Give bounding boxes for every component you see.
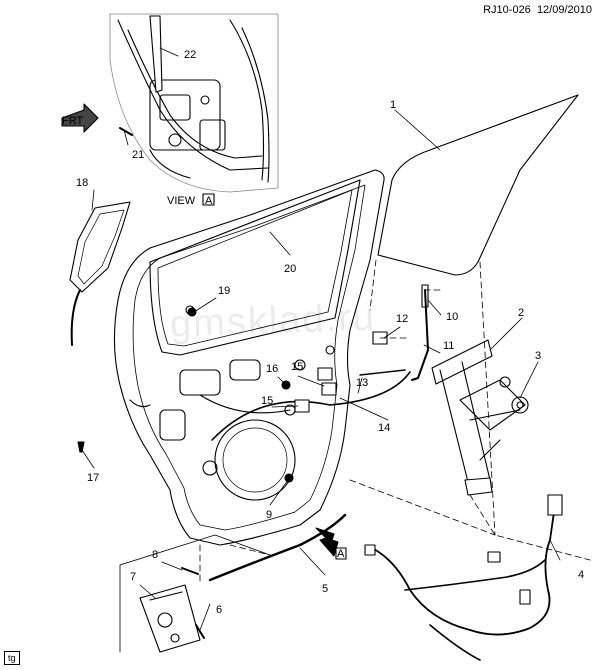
callout-9: 9 (266, 509, 272, 521)
part-18-trim (69, 201, 131, 346)
part-11-channel (411, 289, 429, 381)
callout-17: 17 (87, 472, 99, 484)
callout-2: 2 (518, 307, 524, 319)
part-1-window-glass (377, 94, 579, 276)
part-14-rod (211, 371, 411, 441)
view-a-inset (109, 13, 279, 193)
latch-group-bracket (119, 534, 271, 653)
door-inner-panel (113, 169, 385, 546)
callout-1: 1 (390, 99, 396, 111)
callout-12: 12 (396, 313, 408, 325)
doc-code: RJ10-026 (483, 4, 531, 16)
part-6-pin (195, 624, 205, 639)
arrow-ref: A (337, 548, 345, 560)
figure-tag: tg (4, 651, 20, 665)
view-ref: A (205, 195, 213, 207)
callout-4: 4 (578, 569, 584, 581)
part-8-bolt (181, 567, 199, 575)
part-13-rod (359, 369, 406, 376)
callout-21: 21 (132, 149, 144, 161)
callout-14: 14 (378, 422, 390, 434)
callout-22: 22 (184, 49, 196, 61)
doc-date: 12/09/2010 (536, 4, 592, 16)
part-15-clip-b (321, 382, 337, 396)
callout-8: 8 (152, 549, 158, 561)
callout-16: 16 (266, 363, 278, 375)
view-a-box (202, 193, 215, 206)
callout-15-a: 15 (291, 361, 303, 373)
part-2-regulator (431, 339, 529, 496)
callout-18: 18 (76, 177, 88, 189)
part-4-harness (364, 494, 563, 661)
callout-5: 5 (322, 583, 328, 595)
callout-6: 6 (216, 604, 222, 616)
part-15-clip-c (317, 367, 333, 381)
view-a-arrow (315, 527, 347, 560)
part-19-fastener (187, 307, 197, 317)
reference-lines (199, 259, 591, 586)
document-header: RJ10-026 12/09/2010 (483, 4, 592, 16)
part-10-stop (421, 284, 429, 308)
view-label: VIEW (167, 195, 196, 207)
callout-7: 7 (130, 571, 136, 583)
callout-11: 11 (443, 340, 454, 352)
callout-3: 3 (535, 350, 541, 362)
part-17-fastener (77, 441, 85, 453)
part-5-cable (208, 513, 347, 582)
callout-15-b: 15 (261, 395, 273, 407)
callout-19: 19 (218, 285, 230, 297)
frt-label: FRT (62, 115, 83, 127)
part-9-fastener (284, 473, 294, 483)
callout-10: 10 (446, 311, 458, 323)
callout-20: 20 (284, 263, 296, 275)
leader-lines (81, 47, 561, 631)
part-7-latch (139, 584, 201, 653)
callout-13: 13 (356, 377, 368, 389)
frt-arrow (61, 103, 99, 133)
